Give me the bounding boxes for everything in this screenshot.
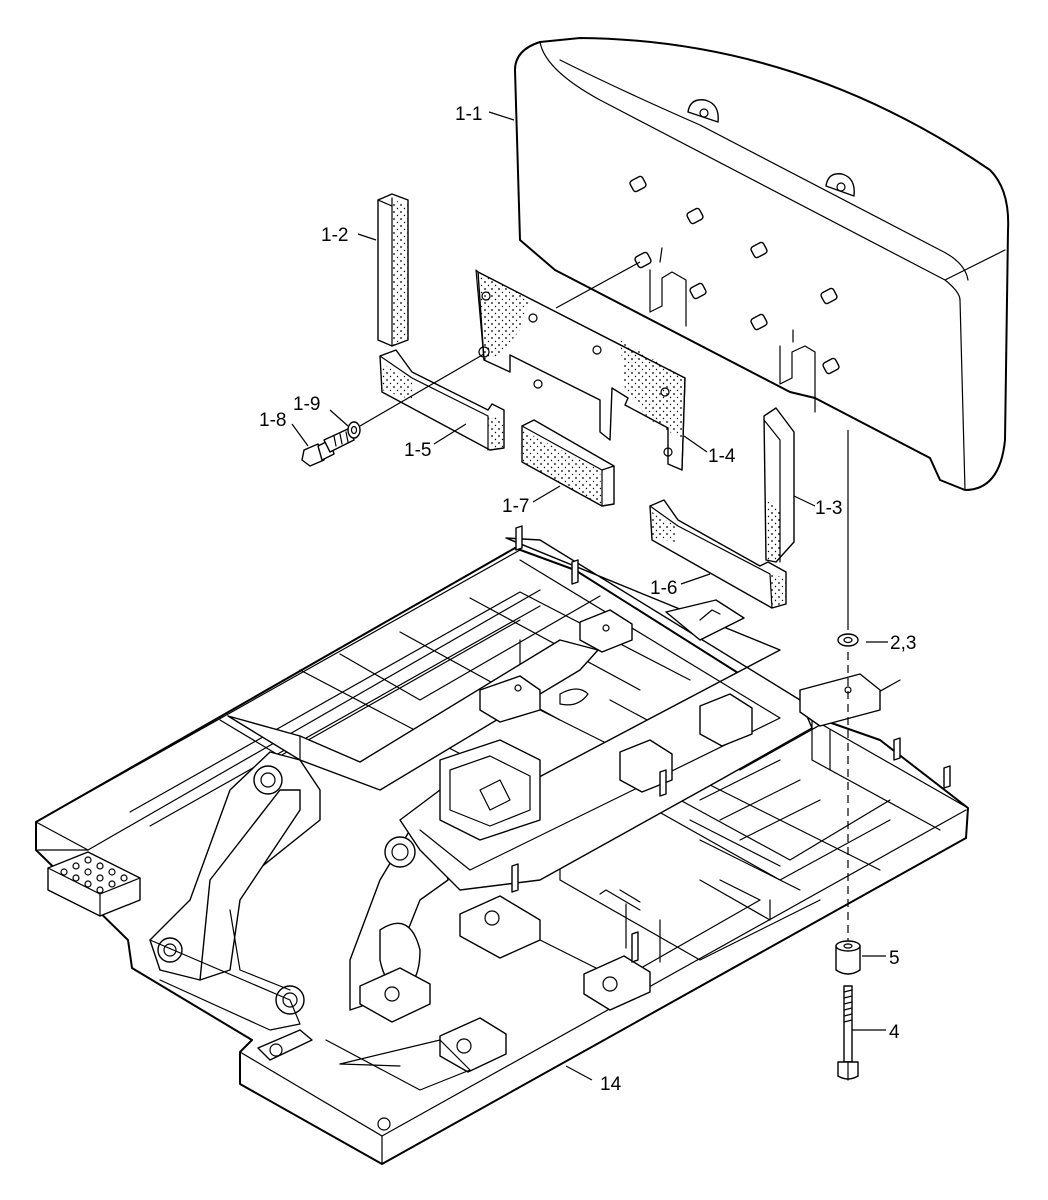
spacer-part-1-6 bbox=[649, 499, 787, 609]
label-2-3: 2,3 bbox=[890, 633, 916, 654]
label-1-3: 1-3 bbox=[815, 498, 842, 519]
counterweight-part-1-1 bbox=[514, 37, 1010, 491]
label-1-5: 1-5 bbox=[404, 440, 431, 461]
label-1-4: 1-4 bbox=[708, 446, 736, 467]
leader-lines bbox=[291, 111, 888, 1081]
label-14: 14 bbox=[600, 1074, 622, 1095]
label-5: 5 bbox=[889, 948, 900, 969]
counterweight-bosses bbox=[629, 175, 840, 375]
washer-part-2-3 bbox=[837, 633, 859, 647]
label-1-8: 1-8 bbox=[259, 410, 286, 431]
block-part-1-7 bbox=[521, 419, 615, 507]
label-1-7: 1-7 bbox=[502, 496, 529, 517]
washer-part-1-9 bbox=[347, 421, 361, 439]
spacer-part-1-2 bbox=[377, 193, 409, 347]
label-1-2: 1-2 bbox=[321, 225, 348, 246]
spacer-part-1-5 bbox=[379, 349, 505, 451]
plate-part-1-4 bbox=[475, 269, 686, 471]
label-4: 4 bbox=[889, 1022, 900, 1043]
frame-tabs bbox=[511, 525, 951, 963]
upper-frame-part-14 bbox=[35, 525, 969, 1165]
spacer-part-1-3 bbox=[763, 407, 795, 563]
label-1-6: 1-6 bbox=[650, 578, 677, 599]
collar-part-5 bbox=[835, 940, 861, 975]
bolt-part-1-8 bbox=[301, 427, 355, 467]
bolt-part-4 bbox=[837, 985, 859, 1081]
step-plate-holes bbox=[60, 856, 128, 894]
label-1-1: 1-1 bbox=[455, 104, 482, 125]
label-1-9: 1-9 bbox=[293, 394, 320, 415]
